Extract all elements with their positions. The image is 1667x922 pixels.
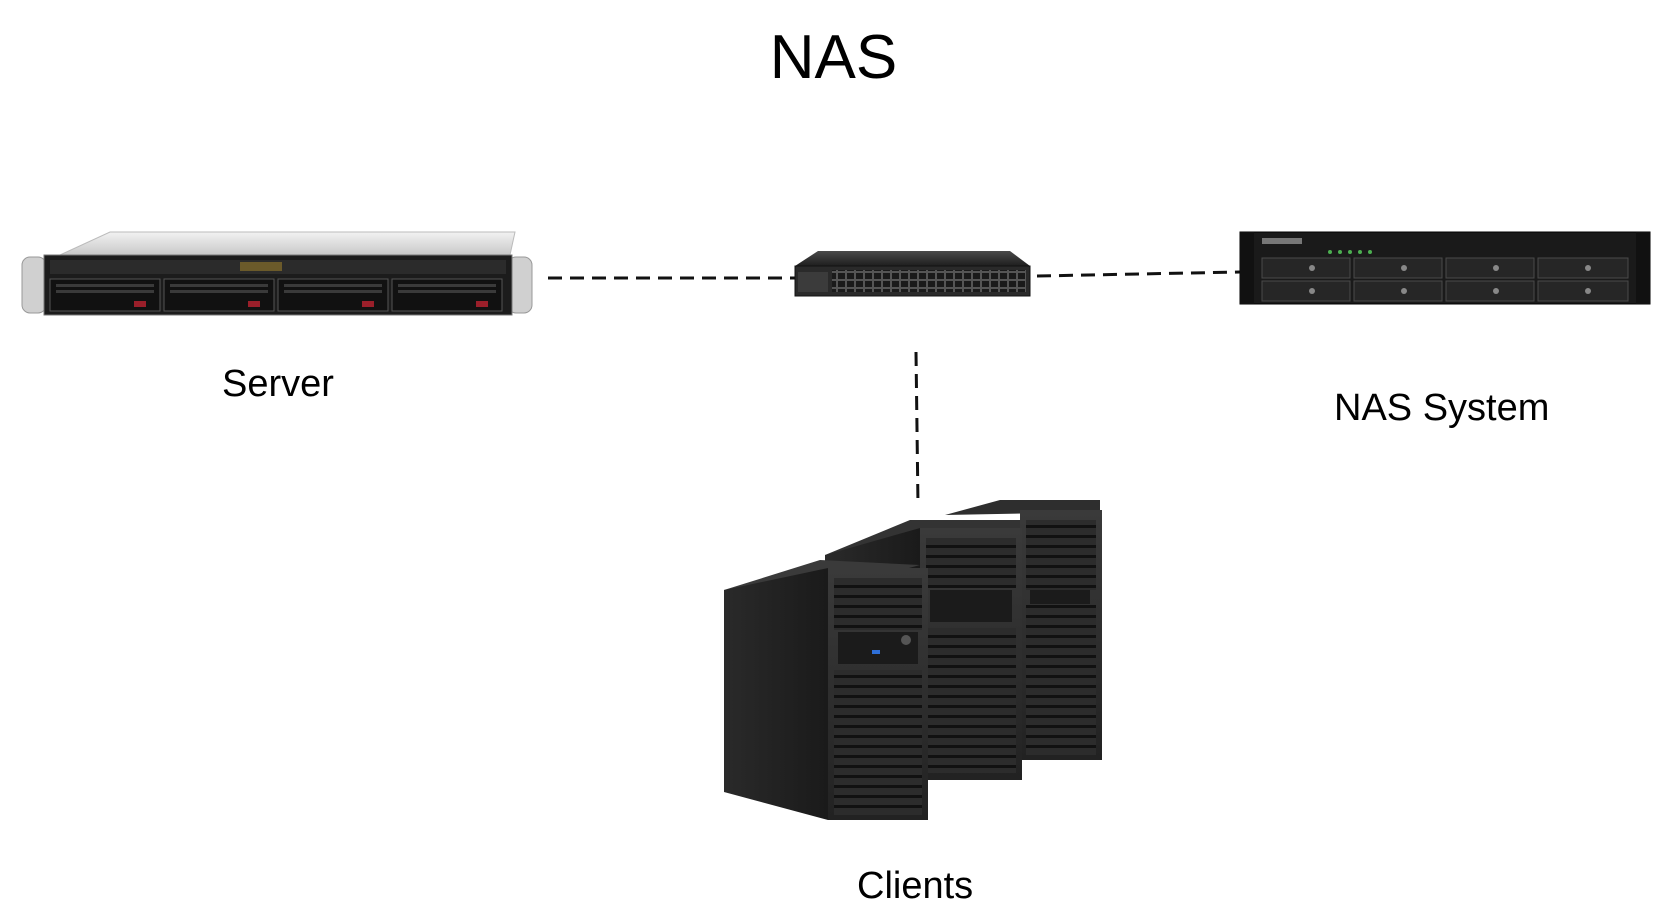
nas-system-label: NAS System xyxy=(1334,387,1550,429)
diagram-title: NAS xyxy=(769,23,898,92)
network-switch-icon xyxy=(794,251,1031,297)
clients-icon xyxy=(724,500,1102,820)
link-switch-clients xyxy=(914,351,920,506)
link-switch-nas xyxy=(1036,270,1241,278)
client-tower-front xyxy=(724,560,928,820)
nas-system-icon xyxy=(1239,231,1651,305)
clients-label: Clients xyxy=(857,865,974,907)
server-label: Server xyxy=(222,363,334,405)
server-icon xyxy=(21,231,533,316)
client-tower-back xyxy=(945,500,1102,760)
